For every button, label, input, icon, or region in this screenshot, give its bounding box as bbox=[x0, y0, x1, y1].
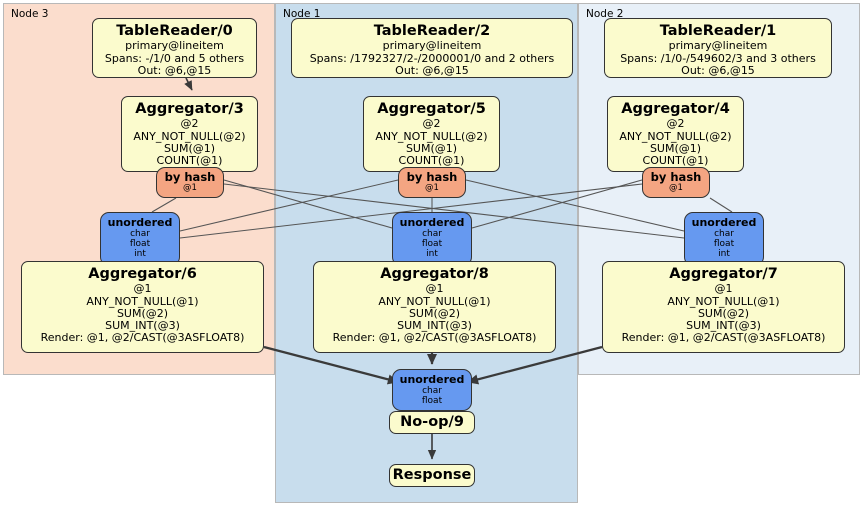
node-detail-line: SUM(@1) bbox=[405, 141, 458, 155]
node-detail-line: COUNT(@1) bbox=[156, 154, 223, 168]
node-detail-line: char bbox=[422, 229, 442, 240]
node-title: Response bbox=[392, 467, 472, 484]
node-detail-line: SUM_INT(@3) bbox=[686, 319, 761, 333]
node-detail-line: SUM(@2) bbox=[408, 306, 461, 320]
cluster-label-node2: Node 2 bbox=[586, 8, 624, 20]
node-detail-line: ANY_NOT_NULL(@1) bbox=[667, 294, 780, 308]
node-detail-line: char bbox=[422, 386, 442, 397]
node-detail-line: Out: @6,@15 bbox=[137, 63, 212, 77]
node-detail-line: primary@lineitem bbox=[668, 39, 768, 53]
node-byhash4[interactable]: by hash@1 bbox=[642, 167, 710, 198]
node-title: Aggregator/7 bbox=[669, 266, 778, 282]
node-detail-line: @1 bbox=[714, 282, 733, 296]
node-detail-line: ANY_NOT_NULL(@2) bbox=[619, 129, 732, 143]
node-detail-line: Out: @6,@15 bbox=[681, 63, 755, 77]
node-title: Aggregator/6 bbox=[88, 266, 197, 282]
node-detail-line: SUM(@1) bbox=[163, 141, 216, 155]
node-title: Aggregator/8 bbox=[380, 266, 489, 282]
node-detail-line: COUNT(@1) bbox=[398, 154, 465, 168]
node-detail-line: ANY_NOT_NULL(@2) bbox=[133, 129, 246, 143]
node-detail-line: @2 bbox=[666, 117, 685, 131]
node-detail-line: ANY_NOT_NULL(@1) bbox=[378, 294, 491, 308]
node-title: TableReader/1 bbox=[659, 23, 777, 39]
node-byhash3[interactable]: by hash@1 bbox=[156, 167, 224, 198]
node-noop9[interactable]: No-op/9 bbox=[389, 411, 475, 434]
node-detail-line: Render: @1, @2/CAST(@3ASFLOAT8) bbox=[332, 331, 537, 345]
node-detail-line: float bbox=[713, 239, 735, 250]
node-title: by hash bbox=[164, 170, 216, 184]
node-title: Aggregator/5 bbox=[377, 101, 486, 117]
node-detail-line: @1 bbox=[669, 182, 683, 193]
node-detail-line: Spans: /1792327/2-/2000001/0 and 2 other… bbox=[309, 51, 555, 65]
node-title: unordered bbox=[399, 373, 465, 386]
node-detail-line: float bbox=[421, 396, 443, 407]
node-detail-line: COUNT(@1) bbox=[642, 154, 709, 168]
node-detail-line: int bbox=[134, 249, 146, 260]
node-detail-line: primary@lineitem bbox=[382, 39, 482, 53]
node-title: Aggregator/3 bbox=[135, 101, 244, 117]
node-detail-line: char bbox=[130, 229, 150, 240]
node-detail-line: Spans: /1/0-/549602/3 and 3 others bbox=[620, 51, 816, 65]
node-title: by hash bbox=[406, 170, 458, 184]
node-detail-line: int bbox=[718, 249, 730, 260]
node-detail-line: SUM(@1) bbox=[649, 141, 702, 155]
node-response[interactable]: Response bbox=[389, 464, 475, 487]
node-detail-line: Render: @1, @2/CAST(@3ASFLOAT8) bbox=[40, 331, 245, 345]
node-title: TableReader/0 bbox=[116, 23, 233, 39]
node-detail-line: ANY_NOT_NULL(@2) bbox=[375, 129, 488, 143]
node-detail-line: @2 bbox=[180, 117, 199, 131]
node-title: Aggregator/4 bbox=[621, 101, 730, 117]
node-detail-line: @1 bbox=[183, 182, 197, 193]
node-detail-line: int bbox=[426, 249, 438, 260]
cluster-label-node3: Node 3 bbox=[11, 8, 49, 20]
node-detail-line: Out: @6,@15 bbox=[395, 63, 469, 77]
node-detail-line: float bbox=[421, 239, 443, 250]
node-title: unordered bbox=[107, 216, 173, 229]
node-title: by hash bbox=[650, 170, 702, 184]
node-byhash5[interactable]: by hash@1 bbox=[398, 167, 466, 198]
node-title: No-op/9 bbox=[400, 414, 464, 431]
node-detail-line: SUM_INT(@3) bbox=[105, 319, 180, 333]
node-detail-line: SUM_INT(@3) bbox=[397, 319, 472, 333]
node-detail-line: @2 bbox=[422, 117, 441, 131]
node-detail-line: SUM(@2) bbox=[116, 306, 169, 320]
node-title: TableReader/2 bbox=[373, 23, 491, 39]
node-detail-line: float bbox=[129, 239, 151, 250]
cluster-label-node1: Node 1 bbox=[283, 8, 321, 20]
node-title: unordered bbox=[399, 216, 465, 229]
node-detail-line: ANY_NOT_NULL(@1) bbox=[86, 294, 199, 308]
node-detail-line: char bbox=[714, 229, 734, 240]
node-title: unordered bbox=[691, 216, 757, 229]
node-detail-line: primary@lineitem bbox=[125, 39, 224, 53]
node-detail-line: @1 bbox=[425, 282, 444, 296]
node-detail-line: @1 bbox=[425, 182, 439, 193]
node-detail-line: Spans: -/1/0 and 5 others bbox=[104, 51, 245, 65]
node-detail-line: @1 bbox=[133, 282, 152, 296]
node-detail-line: SUM(@2) bbox=[697, 306, 750, 320]
node-detail-line: Render: @1, @2/CAST(@3ASFLOAT8) bbox=[621, 331, 826, 345]
